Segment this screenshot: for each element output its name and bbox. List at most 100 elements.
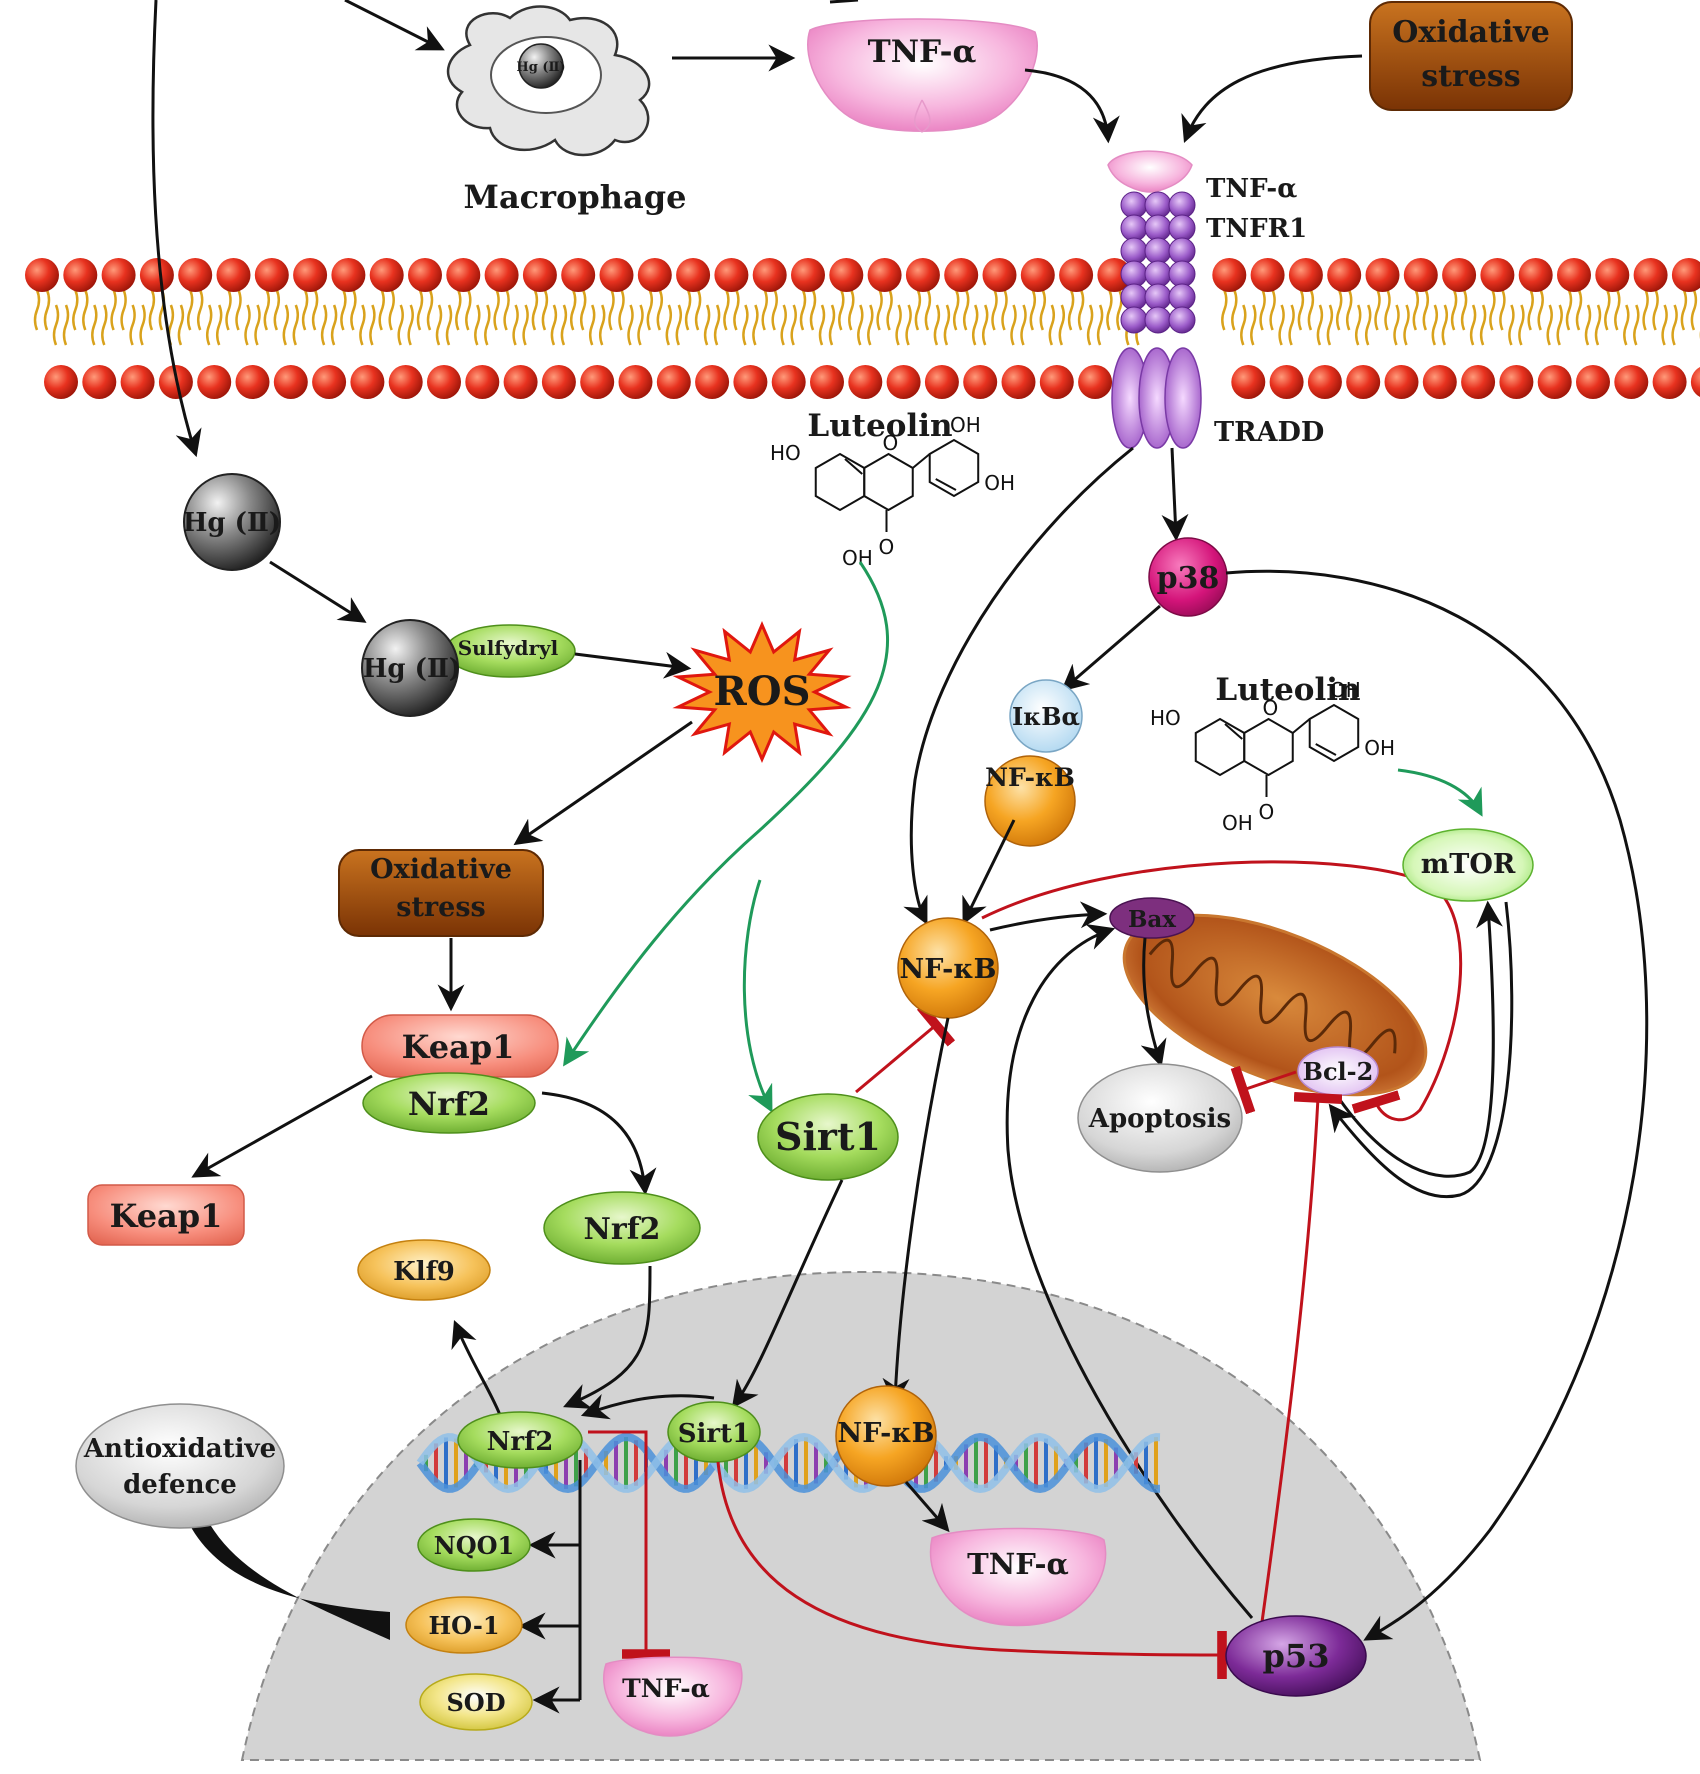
sulfydryl-label: Sulfydryl — [458, 636, 559, 660]
inhibit-sirt1-p53 — [716, 1461, 1227, 1680]
tnfr1-domain — [1144, 306, 1172, 334]
ho1 — [405, 1596, 523, 1654]
lipid-tail — [110, 289, 146, 346]
lipid-head — [484, 258, 519, 292]
lipid-head — [618, 365, 653, 399]
chem-atom-label: OH — [984, 471, 1015, 495]
tnfr1-domain — [1144, 214, 1172, 242]
lipid-head — [867, 258, 902, 292]
luteolin-label-1: Luteolin — [807, 408, 952, 444]
oxidative-stress-top-line2: stress — [1421, 59, 1520, 94]
tnfr1-domain — [1168, 214, 1196, 242]
chem-atom-label: O — [882, 431, 898, 455]
inhibit-p53-bcl2 — [1260, 1091, 1343, 1623]
tnfr1-domain — [1120, 260, 1148, 288]
arrow-sirt1-nucleus — [731, 1179, 844, 1409]
lipid-head — [465, 365, 500, 399]
keap1-complex-label: Keap1 — [402, 1028, 515, 1066]
tnf-alpha-nucleus-right: TNF-α — [929, 1527, 1107, 1627]
arrow-luteolin-keap1 — [563, 561, 890, 1067]
chem-atom-label: OH — [1222, 811, 1253, 835]
lipid-head — [1307, 365, 1342, 399]
keap1-free — [87, 1184, 245, 1246]
ros-burst: ROS — [672, 621, 852, 763]
lipid-head — [522, 258, 557, 292]
lipid-head — [139, 258, 174, 292]
mtor-label: mTOR — [1421, 849, 1516, 880]
tnfr1-domain — [1168, 237, 1196, 265]
nucleus — [240, 1270, 1482, 1761]
lipid-tail — [569, 289, 606, 346]
hg-bound-ion — [361, 619, 459, 717]
klf9-label: Klf9 — [393, 1257, 455, 1287]
lipid-tail — [1450, 289, 1487, 346]
lipid-head — [580, 365, 615, 399]
chem-atom-label: HO — [770, 441, 801, 465]
tnfr1-domain — [1144, 283, 1172, 311]
antioxidative-defence — [75, 1403, 285, 1529]
tnfr1-domain — [1120, 283, 1148, 311]
nrf2-nuc-label: Nrf2 — [487, 1427, 554, 1457]
lipid-head — [1690, 366, 1700, 398]
lipid-head — [427, 365, 461, 399]
lipid-tail — [225, 289, 261, 346]
tnfr1-domain — [1168, 306, 1196, 334]
arrow-sirt1-nrf2 — [580, 1393, 715, 1420]
inhibit-nfkb-bcl2 — [981, 860, 1463, 1122]
lipid-tail — [1067, 289, 1104, 346]
arrow-complex-nrf2 — [541, 1091, 657, 1196]
inhibit-sirt1-nfkb — [855, 1003, 956, 1094]
lipid-head — [1557, 258, 1591, 292]
ho1-label: HO-1 — [428, 1611, 499, 1640]
arrow-sulfydryl-ros — [574, 651, 692, 679]
lipid-tail — [72, 289, 108, 346]
lipid-head — [1346, 365, 1381, 399]
lipid-head — [503, 365, 538, 399]
dna-strand — [416, 1432, 1161, 1494]
lipid-tail — [1297, 289, 1334, 346]
hg-ion — [183, 473, 281, 571]
sirt1-cytoplasm — [757, 1093, 899, 1181]
lipid-tail — [684, 289, 721, 346]
lipid-tail — [493, 289, 529, 346]
oxidative-stress-mid-line2: stress — [396, 892, 485, 923]
oxidative-stress-mid-line1: Oxidative — [370, 854, 512, 885]
apoptosis-label: Apoptosis — [1088, 1104, 1231, 1134]
lipid-head — [25, 258, 59, 292]
tradd-label: TRADD — [1214, 417, 1324, 448]
sirt1-cyto-label: Sirt1 — [775, 1114, 881, 1159]
lipid-head — [293, 258, 328, 292]
lipid-head — [82, 365, 117, 399]
lipid-head — [714, 258, 749, 292]
tnfr1-domain — [1120, 237, 1148, 265]
lipid-head — [446, 258, 481, 292]
lipid-head — [178, 258, 213, 292]
lipid-head — [254, 258, 289, 292]
apoptosis — [1077, 1063, 1243, 1173]
arrow-tradd-p38 — [1161, 447, 1189, 542]
chem-atom-label: O — [1258, 800, 1274, 824]
arrow-luteolin-mtor — [1397, 768, 1483, 817]
lipid-head — [963, 365, 998, 399]
lipid-tail — [991, 289, 1027, 346]
arrow-ros-oxstress — [513, 720, 693, 846]
arrow-p38-p53 — [1225, 569, 1649, 1641]
receptor-tnf-label: TNF-α — [1206, 174, 1297, 204]
lipid-head — [1078, 365, 1113, 399]
arrow-nfkb-tnf — [904, 1481, 950, 1533]
lipid-head — [197, 365, 232, 399]
arrow-p38-ikba — [1060, 604, 1161, 692]
lipid-tail — [186, 289, 223, 346]
bax — [1109, 897, 1195, 939]
sod-label: SOD — [446, 1688, 505, 1717]
lipid-head — [63, 258, 98, 292]
lipid-tail — [876, 289, 912, 346]
lipid-head — [235, 365, 270, 399]
mtor — [1402, 828, 1534, 902]
nqo1 — [417, 1518, 531, 1572]
lipid-head — [44, 365, 78, 399]
chem-atom-label: HO — [1150, 706, 1181, 730]
luteolin-label-2: Luteolin — [1215, 672, 1360, 708]
arrow-mtor-bcl2 — [1328, 901, 1514, 1199]
